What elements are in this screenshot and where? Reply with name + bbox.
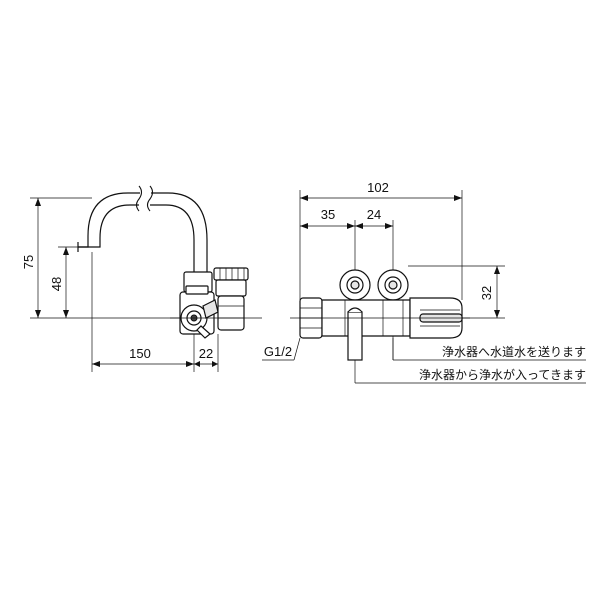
dim-label-48: 48	[49, 277, 64, 291]
thread-callout: G1/2	[262, 337, 301, 361]
dim-label-35: 35	[321, 207, 335, 222]
dim-150-22: 150 22	[91, 252, 219, 372]
note-leaders	[354, 338, 586, 384]
dim-label-102: 102	[367, 180, 389, 195]
side-connector	[213, 267, 249, 331]
dim-label-22: 22	[199, 346, 213, 361]
purifier-ports	[339, 269, 409, 301]
spout-pipe	[77, 185, 208, 292]
note-water-to-purifier: 浄水器へ水道水を送ります	[442, 344, 586, 359]
dim-label-75: 75	[21, 255, 36, 269]
main-body	[299, 297, 463, 361]
dim-label-24: 24	[367, 207, 381, 222]
dim-75: 75	[21, 197, 180, 319]
thread-label: G1/2	[264, 344, 292, 359]
dim-label-32: 32	[479, 286, 494, 300]
dim-32: 32	[408, 265, 505, 319]
dim-48: 48	[49, 246, 78, 318]
dim-label-150: 150	[129, 346, 151, 361]
faucet-body	[179, 271, 219, 339]
left-view: 75 48 150 22	[21, 185, 262, 372]
dim-102: 102	[299, 180, 463, 300]
note-water-from-purifier: 浄水器から浄水が入ってきます	[419, 367, 586, 382]
right-view: 102 35 24 32	[262, 180, 586, 384]
